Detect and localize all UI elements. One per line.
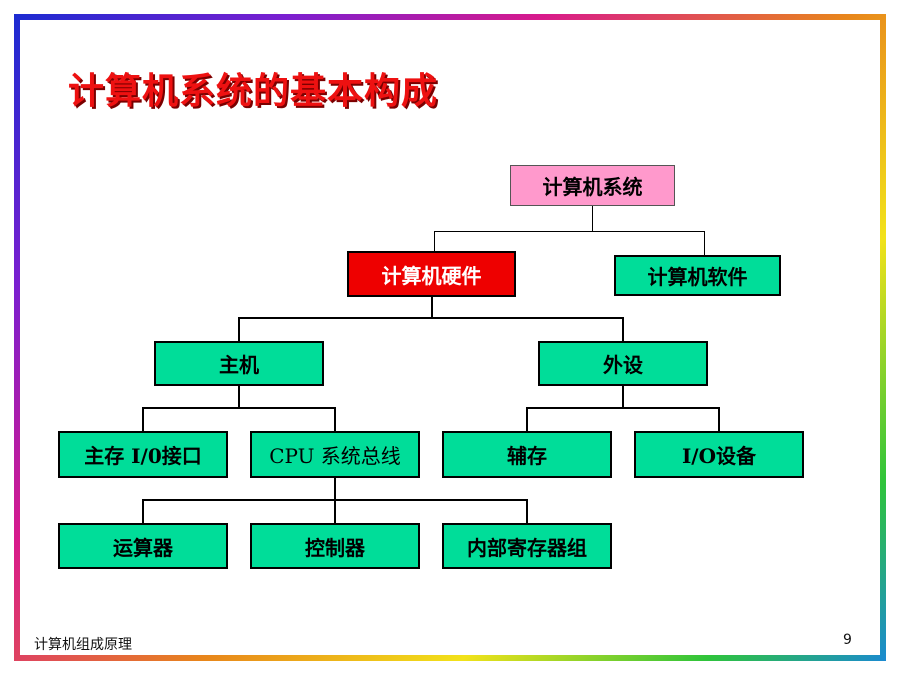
node-computer-software: 计算机软件 xyxy=(614,255,781,296)
node-peripherals: 外设 xyxy=(538,341,708,386)
footer-course-name: 计算机组成原理 xyxy=(34,637,132,653)
connector-line xyxy=(142,407,144,432)
node-main-memory-io: 主存 I/0接口 xyxy=(58,431,228,478)
node-alu: 运算器 xyxy=(58,523,228,569)
connector-line xyxy=(238,317,240,342)
connector-line xyxy=(238,386,240,408)
connector-line xyxy=(434,231,435,251)
connector-line xyxy=(434,231,705,232)
slide-title: 计算机系统的基本构成 xyxy=(68,71,439,112)
connector-line xyxy=(622,317,624,342)
node-controller: 控制器 xyxy=(250,523,420,569)
node-cpu-bus: CPU 系统总线 xyxy=(250,431,420,478)
connector-line xyxy=(142,499,144,524)
node-auxiliary-storage: 辅存 xyxy=(442,431,612,478)
connector-line xyxy=(431,296,433,318)
connector-line xyxy=(142,407,336,409)
node-host: 主机 xyxy=(154,341,324,386)
connector-line xyxy=(526,407,720,409)
connector-line xyxy=(592,205,593,232)
node-io-devices: I/O设备 xyxy=(634,431,804,478)
connector-line xyxy=(622,386,624,408)
connector-line xyxy=(718,407,720,432)
node-computer-hardware: 计算机硬件 xyxy=(347,251,516,297)
connector-line xyxy=(334,478,336,500)
connector-line xyxy=(334,499,336,524)
connector-line xyxy=(238,317,624,319)
connector-line xyxy=(704,231,705,255)
connector-line xyxy=(526,407,528,432)
node-registers: 内部寄存器组 xyxy=(442,523,612,569)
node-computer-system: 计算机系统 xyxy=(510,165,675,206)
connector-line xyxy=(526,499,528,524)
page-number: 9 xyxy=(843,632,852,648)
connector-line xyxy=(334,407,336,432)
